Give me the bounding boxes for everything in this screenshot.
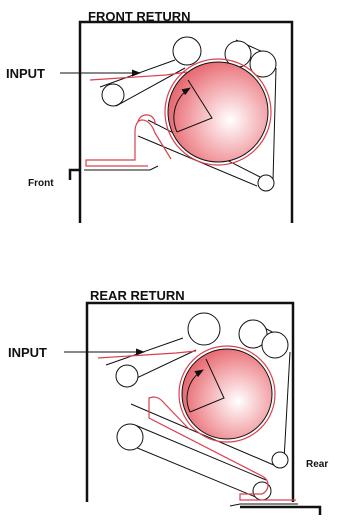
rear-belt-segment [130, 403, 277, 467]
rear-output-bracket [240, 505, 322, 515]
front-main-drum [167, 61, 269, 163]
front-rotation-arrow [173, 87, 191, 133]
front-tension-roll [257, 174, 275, 192]
rear-belt-segment [117, 439, 259, 499]
rear-side-label: Rear [306, 459, 328, 470]
rear-return-title: REAR RETURN [90, 288, 185, 303]
rear-paper-return-path [148, 396, 296, 501]
front-belt-segment [99, 59, 176, 88]
rear-pressure-roll [187, 312, 221, 346]
front-drum-paper-wrap [164, 58, 272, 166]
front-belt-segment [272, 67, 277, 182]
front-return-diagram: FRONT RETURN INPUT Front [6, 9, 294, 223]
rear-tension-roll [271, 451, 289, 469]
front-drum-radius-marker [176, 79, 213, 133]
rear-machine-frame [85, 301, 295, 502]
rear-paper-input-path [97, 350, 197, 359]
front-pressure-roll [172, 36, 202, 66]
rear-rotation-arrow [186, 369, 204, 413]
front-return-title: FRONT RETURN [88, 9, 191, 24]
rear-input-label: INPUT [8, 345, 47, 360]
rear-idler-roll [238, 319, 268, 349]
front-paper-input-path [89, 71, 188, 81]
front-machine-frame [78, 20, 294, 223]
front-input-label: INPUT [6, 66, 45, 81]
rear-entry-roll [115, 364, 139, 388]
front-output-tray [84, 165, 159, 171]
rear-lower-roll [116, 423, 144, 451]
rear-drum-radius-marker [189, 358, 225, 413]
front-side-label: Front [28, 178, 54, 189]
front-paper-return-path [85, 119, 172, 167]
front-output-bracket [68, 168, 80, 180]
rear-belt-segment [283, 351, 291, 461]
front-idler-roll [249, 50, 277, 78]
rear-main-drum [181, 348, 273, 440]
rear-belt-segment [105, 337, 184, 366]
rear-output-tray [229, 503, 298, 507]
rear-return-diagram: REAR RETURN INPUT Rear [8, 288, 328, 515]
rear-drum-paper-wrap [178, 345, 276, 443]
front-entry-roll [101, 83, 125, 107]
front-paper-return-loop [137, 114, 156, 126]
rear-belt-segment [134, 424, 267, 481]
rear-idler-roll [261, 331, 289, 359]
